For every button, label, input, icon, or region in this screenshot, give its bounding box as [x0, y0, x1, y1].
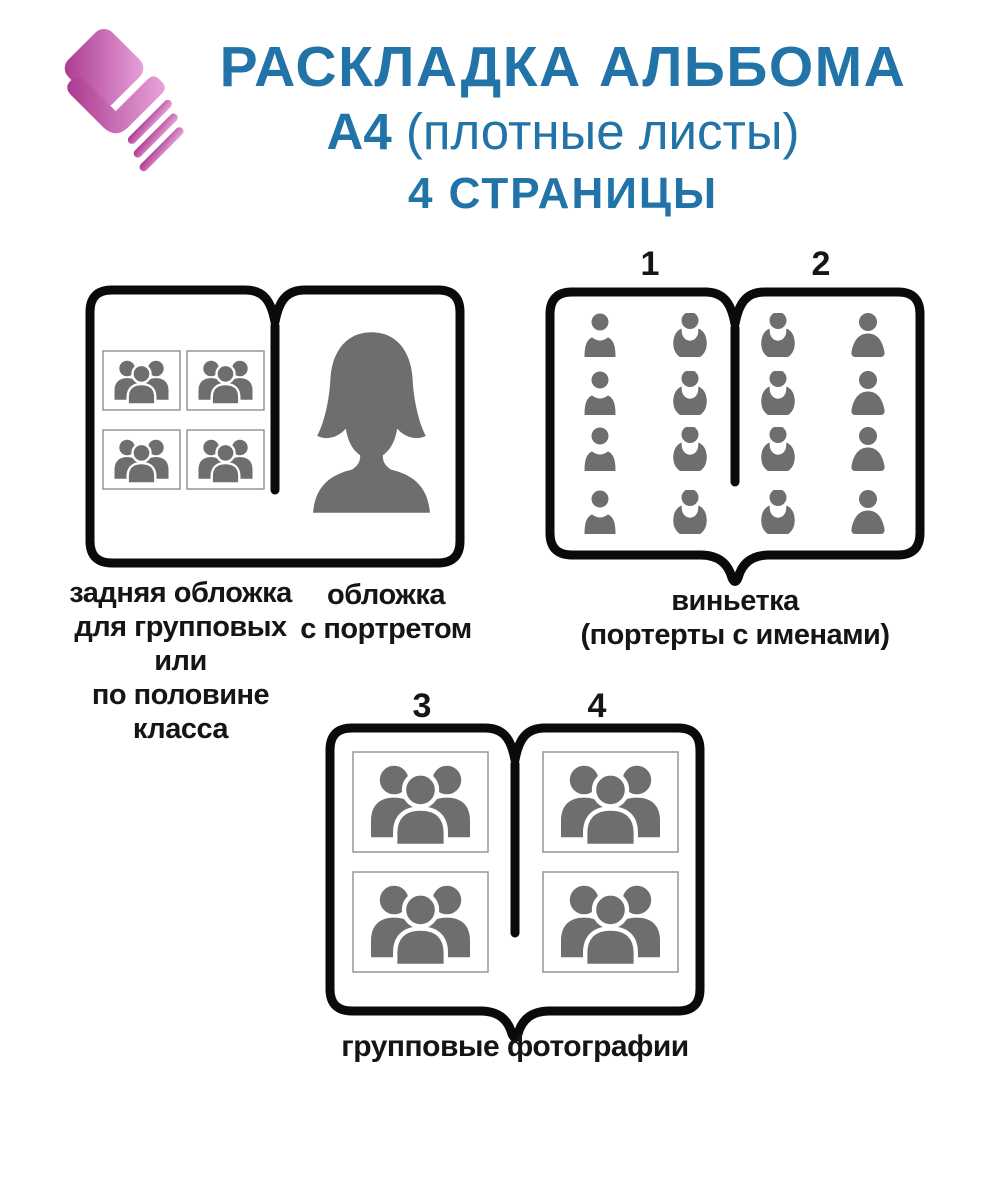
cover-spread-book	[85, 285, 465, 568]
page-number-4: 4	[587, 687, 607, 725]
logo-page-line	[139, 127, 184, 172]
logo-page-line	[133, 113, 178, 158]
group-people-icon	[113, 438, 170, 484]
front-cover-caption: обложка с портретом	[300, 579, 472, 645]
vignette-caption: виньетка (портерты с именами)	[580, 585, 890, 651]
page-count: 4 СТРАНИЦЫ	[407, 169, 719, 218]
logo-page-band	[67, 76, 165, 134]
title-format-line: А4 (плотные листы)	[212, 104, 914, 160]
group-spread-book	[325, 723, 705, 1042]
group-people-icon	[371, 766, 470, 846]
back-cover-caption: задняя обложка для групповых или по поло…	[69, 577, 292, 745]
vignette-spread-book	[545, 287, 925, 586]
group-people-icon	[197, 359, 254, 405]
page-number-1: 1	[640, 245, 660, 283]
heart-book-logo	[64, 28, 184, 172]
group-people-icon	[561, 886, 660, 966]
group-people-icon	[561, 766, 660, 846]
format-note: (плотные листы)	[391, 103, 800, 160]
group-people-icon	[197, 438, 254, 484]
format-a4: А4	[326, 103, 392, 160]
page-title: РАСКЛАДКА АЛЬБОМА	[219, 35, 907, 99]
page-number-3: 3	[412, 687, 432, 725]
group-people-icon	[371, 886, 470, 966]
group-people-icon	[113, 359, 170, 405]
title-block: РАСКЛАДКА АЛЬБОМА А4 (плотные листы) 4 С…	[212, 36, 914, 218]
logo-page-line	[127, 99, 172, 144]
page-number-2: 2	[811, 245, 831, 283]
group-photos-caption: групповые фотографии	[341, 1030, 689, 1063]
